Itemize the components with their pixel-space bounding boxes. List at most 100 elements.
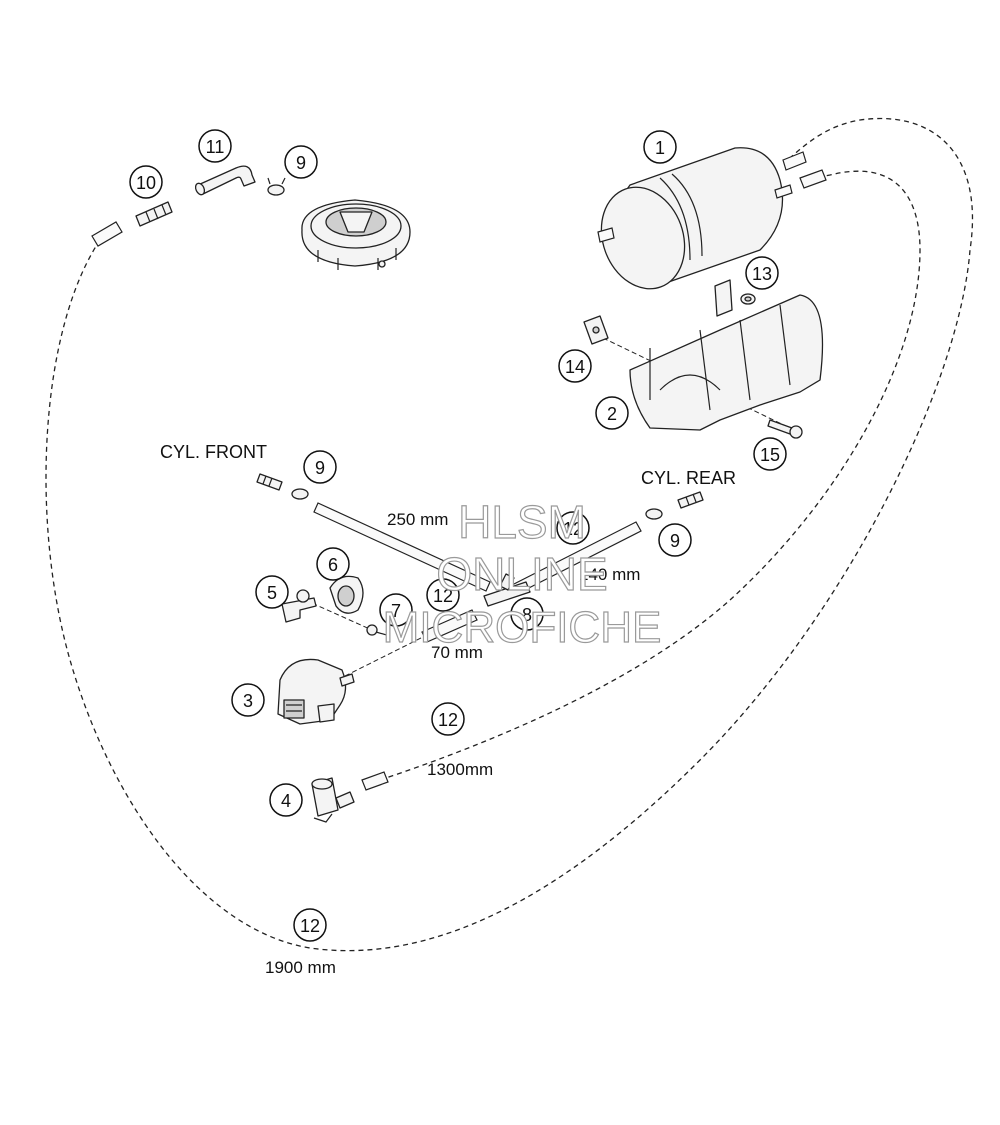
callout-circle [558, 349, 592, 383]
hose-stub-left [91, 221, 123, 247]
callout-9c: 9 [658, 523, 692, 557]
hose-1900mm [45, 117, 974, 952]
watermark-line-1: HLSM [458, 496, 586, 548]
callout-12a: 12 [426, 578, 460, 612]
callout-circle [595, 396, 629, 430]
callout-4: 4 [269, 783, 303, 817]
callout-number: 12 [433, 586, 453, 606]
callout-12d: 12 [293, 908, 327, 942]
callout-9a: 9 [284, 145, 318, 179]
callout-14: 14 [558, 349, 592, 383]
callout-number: 1 [655, 138, 665, 158]
callout-circle [316, 547, 350, 581]
cyl-front-fitting [256, 473, 309, 500]
callout-number: 12 [300, 916, 320, 936]
callout-9b: 9 [303, 450, 337, 484]
callout-circle [293, 908, 327, 942]
part-5-bracket [281, 589, 317, 623]
callout-10: 10 [129, 165, 163, 199]
callout-number: 8 [522, 605, 532, 625]
hose-1300mm [379, 170, 921, 781]
callout-circle [198, 129, 232, 163]
callout-number: 13 [752, 264, 772, 284]
label-dim-1900: 1900 mm [265, 958, 336, 977]
part-1-canister [597, 147, 827, 290]
part-15-bolt [767, 419, 803, 439]
callout-number: 4 [281, 791, 291, 811]
callout-13: 13 [745, 256, 779, 290]
part-6-rubber-mount [329, 575, 364, 614]
leader-14-2 [602, 337, 791, 429]
callout-11: 11 [198, 129, 232, 163]
callout-number: 14 [565, 357, 585, 377]
part-13-washer [740, 293, 756, 305]
callout-2: 2 [595, 396, 629, 430]
callout-number: 11 [206, 137, 225, 157]
cyl-rear-fitting [645, 491, 704, 520]
callout-number: 9 [315, 458, 325, 478]
callout-circle [658, 523, 692, 557]
callout-number: 5 [267, 583, 277, 603]
watermark-line-2: ONLINE [436, 548, 607, 600]
callout-circle [745, 256, 779, 290]
label-dim-250: 250 mm [387, 510, 448, 529]
label-group: CYL. FRONT CYL. REAR 250 mm 140 mm 70 mm 1300… [160, 442, 736, 977]
callout-number: 3 [243, 691, 253, 711]
part-10-nipple [135, 201, 173, 227]
part-14-clip-nut [583, 315, 609, 345]
callout-number: 9 [670, 531, 680, 551]
callout-circle [379, 593, 413, 627]
tube-250mm [313, 502, 491, 592]
callout-circle [510, 597, 544, 631]
label-dim-70: 70 mm [431, 643, 483, 662]
callout-circle [284, 145, 318, 179]
leader-3-70mm [344, 635, 426, 677]
part-4-valve [311, 777, 355, 823]
callout-circle [431, 702, 465, 736]
callout-circle [129, 165, 163, 199]
label-cyl-rear: CYL. REAR [641, 468, 736, 488]
callout-circle [303, 450, 337, 484]
part-7-screw [366, 624, 391, 637]
callout-12b: 12 [556, 511, 590, 545]
part-3-valve [277, 658, 355, 725]
callout-6: 6 [316, 547, 350, 581]
tube-1300mm-end [361, 771, 389, 791]
part-11-elbow-hose [194, 165, 256, 196]
callout-15: 15 [753, 437, 787, 471]
callout-number: 7 [391, 601, 401, 621]
callout-circle [643, 130, 677, 164]
callout-number: 10 [136, 173, 156, 193]
callout-5: 5 [255, 575, 289, 609]
tube-70mm [421, 609, 478, 643]
callout-8: 8 [510, 597, 544, 631]
callout-number: 12 [438, 710, 458, 730]
watermark: HLSM ONLINE MICROFICHE [382, 495, 662, 652]
callout-circle [231, 683, 265, 717]
watermark-line-3: MICROFICHE [383, 603, 662, 652]
label-dim-1300: 1300mm [427, 760, 493, 779]
callout-number: 9 [296, 153, 306, 173]
callout-circle [556, 511, 590, 545]
callout-12c: 12 [431, 702, 465, 736]
label-cyl-front: CYL. FRONT [160, 442, 267, 462]
callout-circle [753, 437, 787, 471]
callout-1: 1 [643, 130, 677, 164]
callout-circle [426, 578, 460, 612]
part-2-bracket [629, 279, 824, 431]
callout-3: 3 [231, 683, 265, 717]
part-8-t-piece [483, 573, 531, 607]
callout-circle [269, 783, 303, 817]
callout-number: 6 [328, 555, 338, 575]
callout-number: 12 [563, 519, 583, 539]
callout-number: 2 [607, 404, 617, 424]
callout-number: 15 [760, 445, 780, 465]
part-9-clamp-top [267, 177, 286, 196]
callout-7: 7 [379, 593, 413, 627]
callout-circle [255, 575, 289, 609]
label-dim-140: 140 mm [579, 565, 640, 584]
hose-lines [45, 117, 974, 952]
